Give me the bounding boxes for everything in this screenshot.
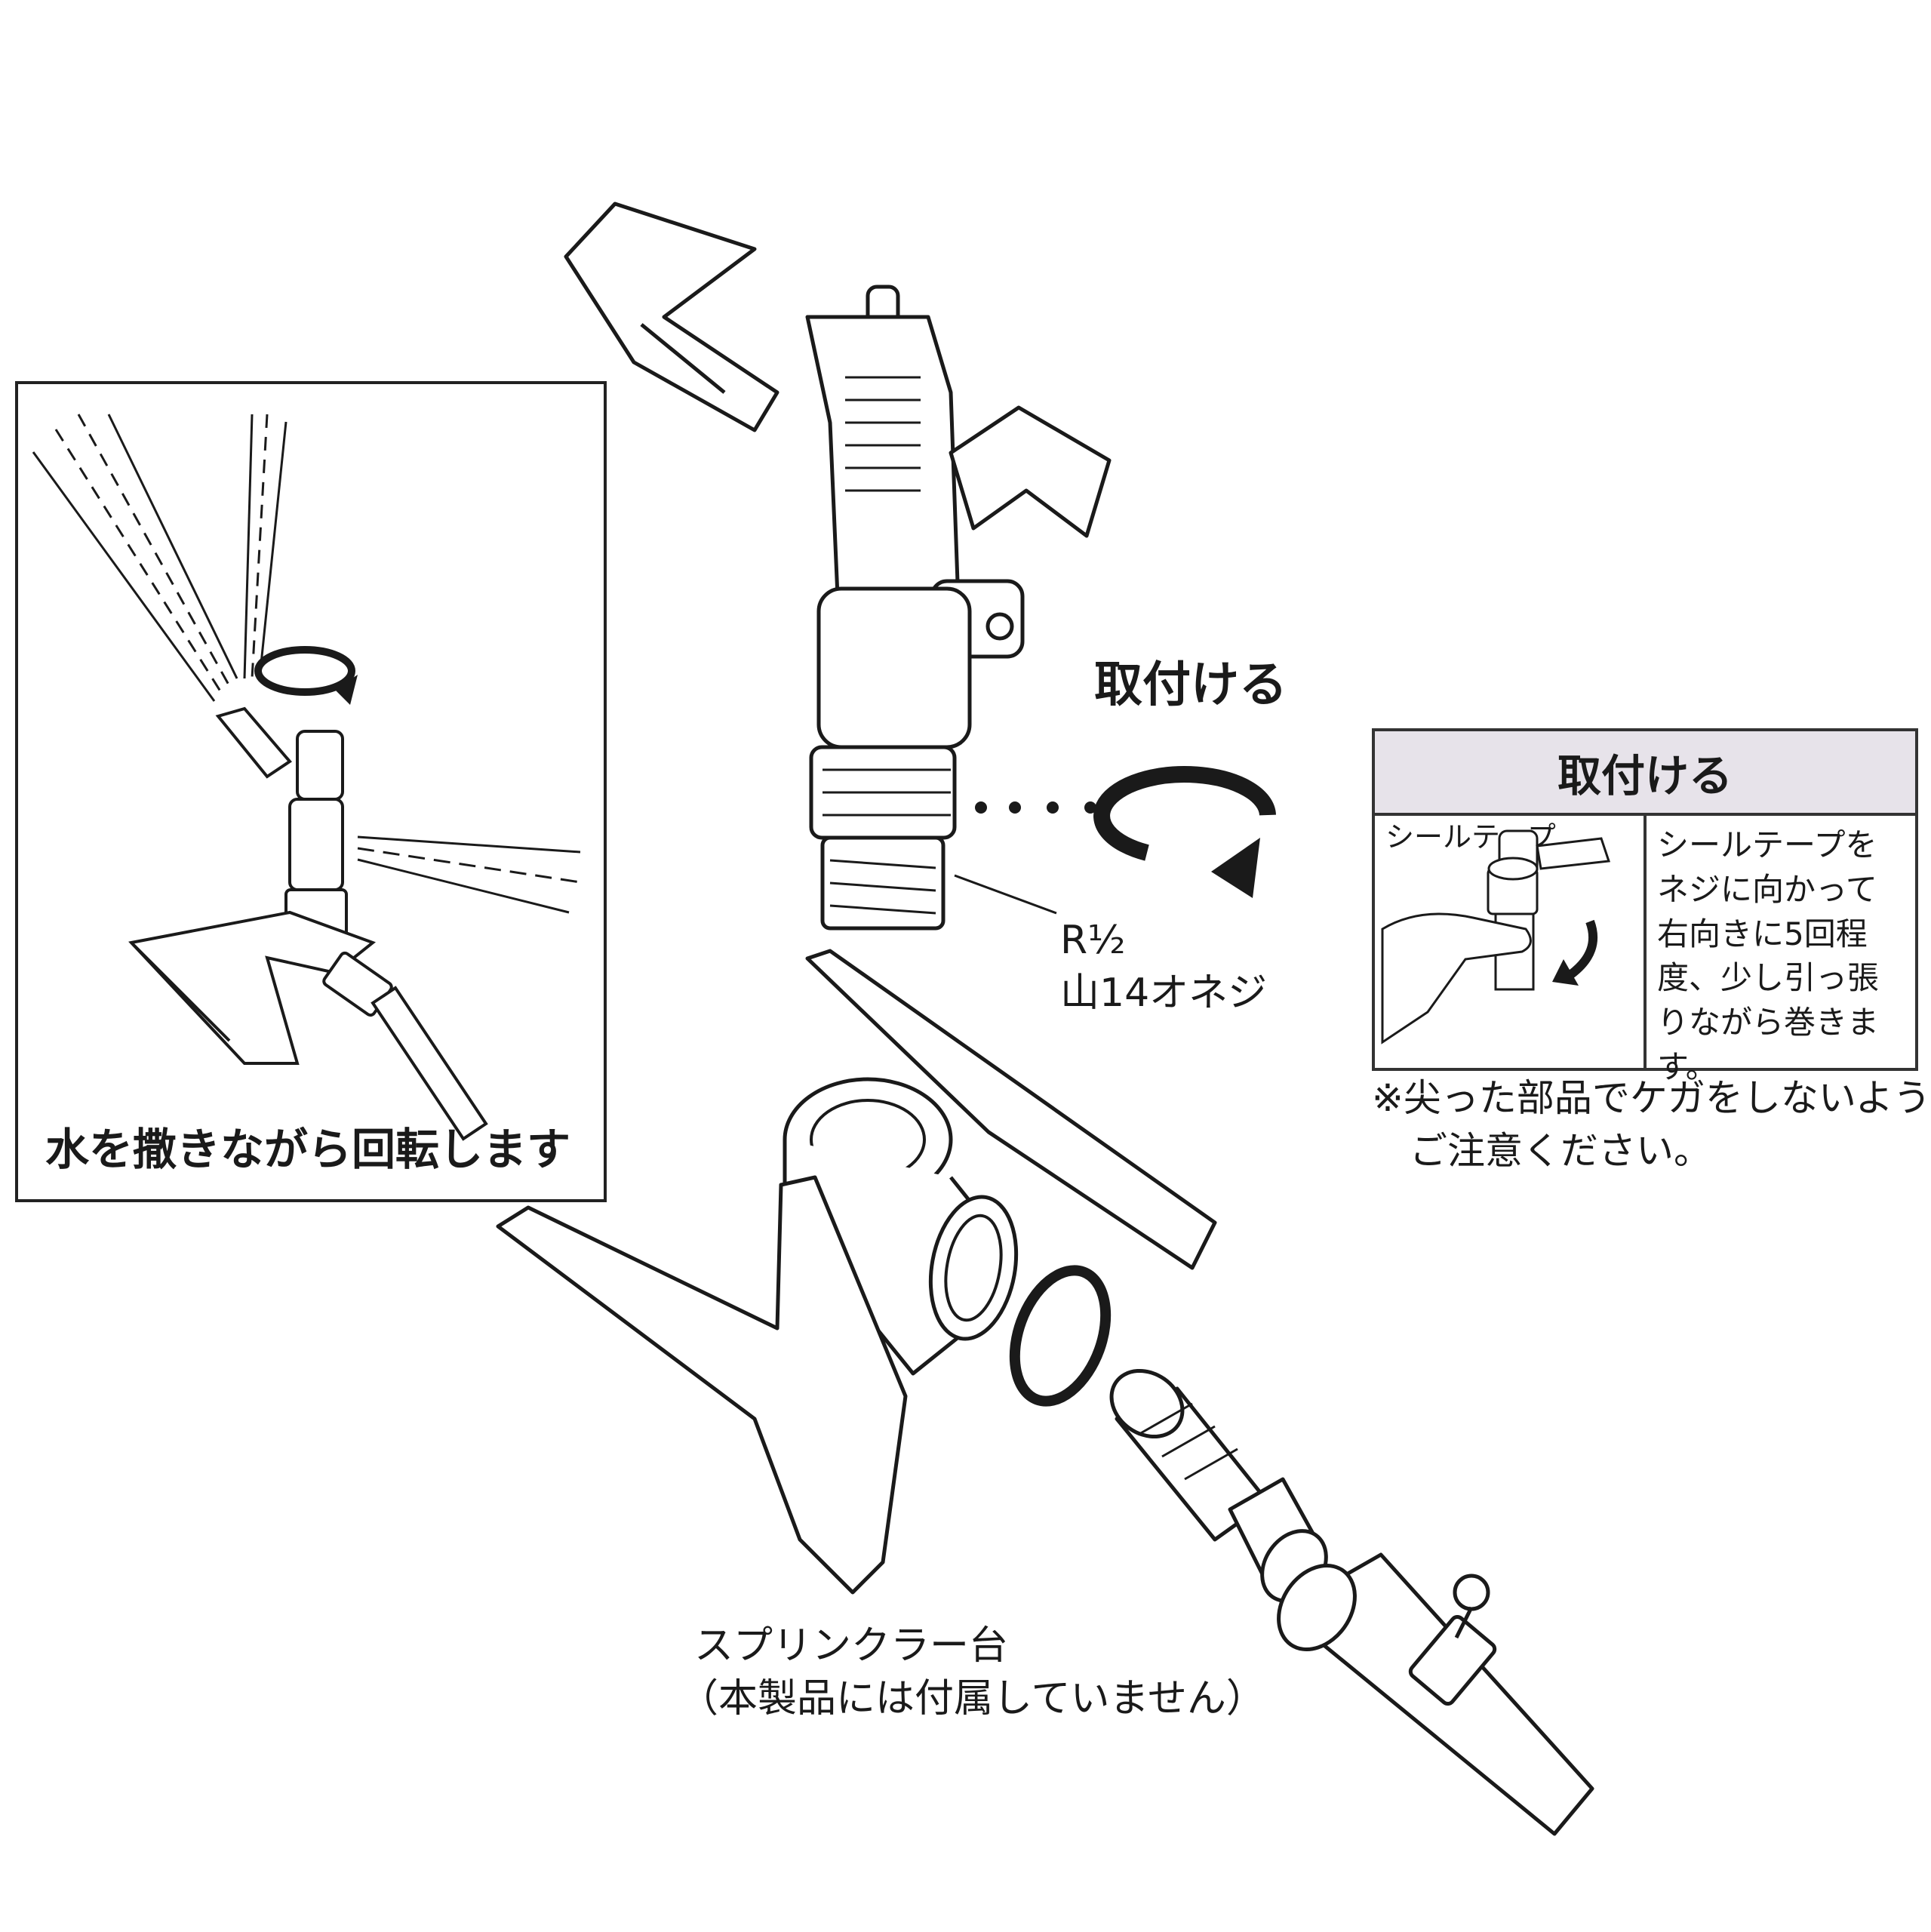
seal-tape-box: 取付ける シールテープ シールテープをネジに向かって右向きに5回程度、少し引っ張… — [1372, 728, 1918, 1085]
warning-line2: ご注意ください。 — [1410, 1129, 1711, 1173]
seal-box-instructions: シールテープをネジに向かって右向きに5回程度、少し引っ張りながら巻きます。 — [1657, 826, 1880, 1085]
washer-icon — [1009, 1265, 1112, 1407]
thread-label-line1: R½ — [1060, 918, 1126, 963]
inset-panel: 水を撒きながら回転します — [15, 381, 607, 1202]
rotate-arrow-icon — [1093, 766, 1276, 861]
seal-tape-hand-icon — [1381, 829, 1611, 1044]
inset-caption: 水を撒きながら回転します — [45, 1124, 571, 1175]
warning-line1: ※尖った部品でケガをしないよう — [1372, 1076, 1931, 1120]
hose-connector-icon — [1109, 1368, 1328, 1603]
rotate-arrow-icon — [254, 646, 355, 696]
hose-icon — [1277, 1552, 1594, 1836]
seal-box-header: 取付ける — [1375, 731, 1915, 816]
thread-label-line2: 山14オネジ — [1060, 971, 1268, 1016]
sprinkler-spray-icon — [32, 414, 581, 1141]
stand-label-line1: スプリンクラー台 — [694, 1623, 1009, 1669]
seal-box-title: 取付ける — [1557, 750, 1733, 801]
impulse-sprinkler-icon — [564, 202, 1112, 931]
stand-label-line2: （本製品には付属していません） — [679, 1676, 1265, 1721]
attach-label: 取付ける — [1094, 657, 1287, 713]
